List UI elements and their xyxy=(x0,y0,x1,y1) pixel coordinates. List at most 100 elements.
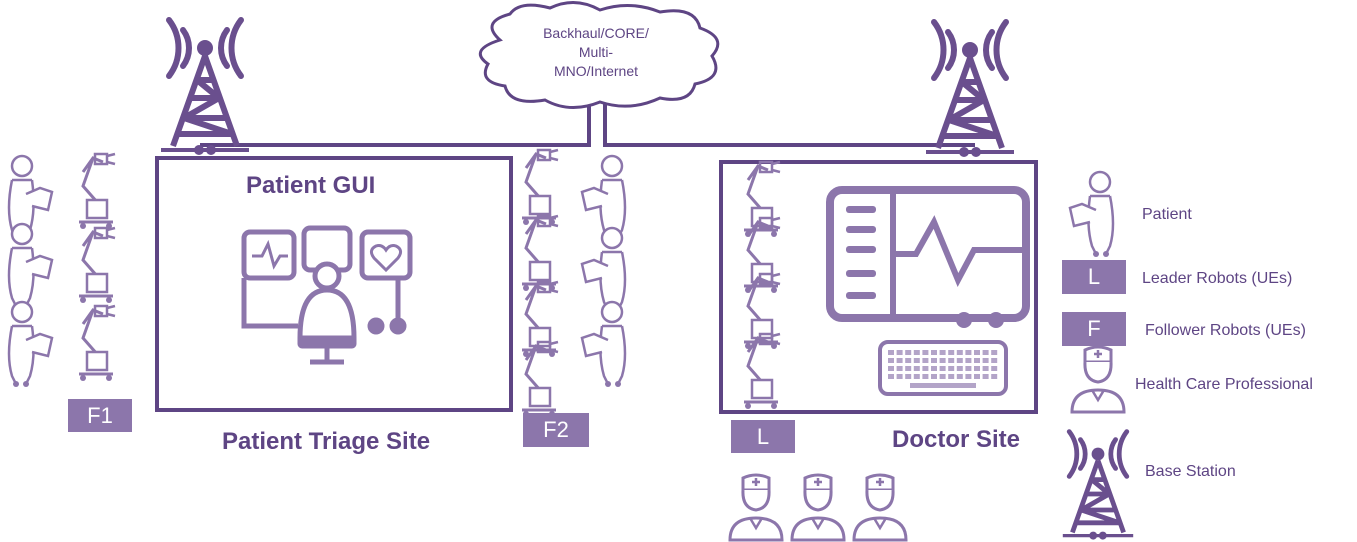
keyboard-key xyxy=(965,350,972,355)
keyboard-key xyxy=(905,358,912,363)
legend-tower-icon xyxy=(1063,432,1133,540)
keyboard-key xyxy=(939,366,946,371)
keyboard-key xyxy=(896,350,903,355)
keyboard-key xyxy=(982,350,989,355)
monitor-icon xyxy=(826,186,1030,328)
keyboard-key xyxy=(931,374,937,379)
cloud-label-line3: MNO/Internet xyxy=(553,63,639,79)
right-backhaul-link xyxy=(603,100,975,147)
keyboard-icon xyxy=(878,340,1008,396)
keyboard-key xyxy=(974,358,980,363)
keyboard-key xyxy=(888,358,894,363)
keyboard-key xyxy=(991,358,998,363)
keyboard-key xyxy=(956,358,963,363)
keyboard-key xyxy=(939,358,946,363)
left-backhaul-link xyxy=(200,100,591,147)
keyboard-key xyxy=(948,358,955,363)
cloud-icon xyxy=(478,1,720,109)
keyboard-key xyxy=(974,374,980,379)
patient-icon xyxy=(580,154,627,243)
keyboard-key xyxy=(922,358,929,363)
keyboard-key xyxy=(896,374,903,379)
heart-icon xyxy=(369,244,403,273)
legend-leader-badge: L xyxy=(1062,260,1126,294)
patient-triage-site-box xyxy=(155,156,513,412)
legend-hcp-label: Health Care Professional xyxy=(1135,376,1313,393)
legend-base-station-label: Base Station xyxy=(1145,463,1236,480)
nurse-icon xyxy=(852,473,908,542)
right-tower-icon xyxy=(926,22,1014,157)
legend-patient-label: Patient xyxy=(1142,206,1192,223)
keyboard-key xyxy=(956,366,963,371)
keyboard-key xyxy=(888,374,894,379)
keyboard-key xyxy=(922,374,929,379)
keyboard-key xyxy=(948,350,955,355)
keyboard-key xyxy=(888,366,894,371)
keyboard-key xyxy=(888,350,894,355)
left-tower-icon xyxy=(161,20,249,155)
robot-arm-icon xyxy=(77,304,117,383)
keyboard-key xyxy=(965,358,972,363)
keyboard-key xyxy=(982,366,989,371)
keyboard-key xyxy=(974,350,980,355)
legend-follower-label: Follower Robots (UEs) xyxy=(1145,322,1306,339)
l-badge: L xyxy=(731,420,795,453)
keyboard-key xyxy=(931,366,937,371)
cloud-label-line2: Multi- xyxy=(578,44,614,60)
legend-follower-badge: F xyxy=(1062,312,1126,346)
robot-arm-icon xyxy=(77,226,117,305)
keyboard-key xyxy=(956,374,963,379)
f1-badge: F1 xyxy=(68,399,132,432)
keyboard-key xyxy=(939,374,946,379)
keyboard-key xyxy=(991,366,998,371)
doctor-site-box xyxy=(719,160,1038,414)
keyboard-key xyxy=(974,366,980,371)
heartbeat-icon xyxy=(893,215,1026,288)
nurse-icon xyxy=(728,473,784,542)
keyboard-key xyxy=(905,374,912,379)
nurse-icon xyxy=(790,473,846,542)
keyboard-key xyxy=(982,358,989,363)
keyboard-key xyxy=(896,366,903,371)
patient-gui-illustration xyxy=(241,225,413,365)
cloud-label-line1: Backhaul/CORE/ xyxy=(543,25,649,41)
patient-icon xyxy=(580,300,627,389)
f2-badge: F2 xyxy=(523,413,589,447)
keyboard-key xyxy=(948,366,955,371)
keyboard-key xyxy=(922,350,929,355)
keyboard-spacebar xyxy=(910,383,976,388)
keyboard-key xyxy=(913,374,920,379)
keyboard-key xyxy=(922,366,929,371)
robot-arm-icon xyxy=(520,214,560,293)
keyboard-key xyxy=(948,374,955,379)
patient-icon xyxy=(580,226,627,315)
robot-arm-icon xyxy=(520,280,560,359)
patient-triage-site-title: Patient Triage Site xyxy=(222,428,431,455)
robot-arm-icon xyxy=(520,148,560,227)
keyboard-key xyxy=(905,366,912,371)
cloud-label: Backhaul/CORE/ Multi- MNO/Internet xyxy=(516,24,676,81)
keyboard-key xyxy=(991,374,998,379)
keyboard-key xyxy=(965,374,972,379)
keyboard-key xyxy=(956,350,963,355)
keyboard-key xyxy=(913,358,920,363)
keyboard-key xyxy=(982,374,989,379)
keyboard-key xyxy=(905,350,912,355)
keyboard-key xyxy=(913,350,920,355)
patient-gui-title: Patient GUI xyxy=(246,172,376,199)
patient-icon xyxy=(7,300,54,389)
legend-nurse-icon xyxy=(1070,345,1126,414)
keyboard-key xyxy=(896,358,903,363)
keyboard-key xyxy=(931,358,937,363)
keyboard-key xyxy=(965,366,972,371)
keyboard-key xyxy=(991,350,998,355)
keyboard-key xyxy=(939,350,946,355)
keyboard-key xyxy=(913,366,920,371)
robot-arm-icon xyxy=(77,152,117,231)
legend-patient-icon xyxy=(1068,170,1115,259)
keyboard-key xyxy=(931,350,937,355)
legend-leader-label: Leader Robots (UEs) xyxy=(1142,270,1293,287)
doctor-site-title: Doctor Site xyxy=(892,426,1021,453)
patient-icon xyxy=(7,222,54,311)
